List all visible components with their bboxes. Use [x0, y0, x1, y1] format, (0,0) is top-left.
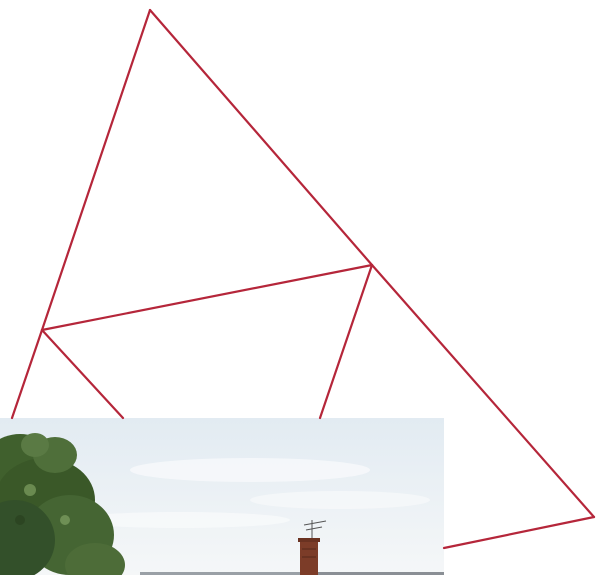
big-triangle-right-edge: [150, 10, 372, 265]
big-triangle-left-edge: [42, 10, 150, 330]
inner-left-diagonal: [42, 330, 123, 418]
bottom-right-edge: [444, 517, 594, 548]
outer-left-edge: [12, 330, 42, 418]
inner-right-diagonal: [320, 265, 372, 418]
photo: [0, 418, 444, 575]
photo-cloud: [130, 458, 370, 482]
photo-cloud: [250, 491, 430, 509]
big-triangle-base: [42, 265, 372, 330]
